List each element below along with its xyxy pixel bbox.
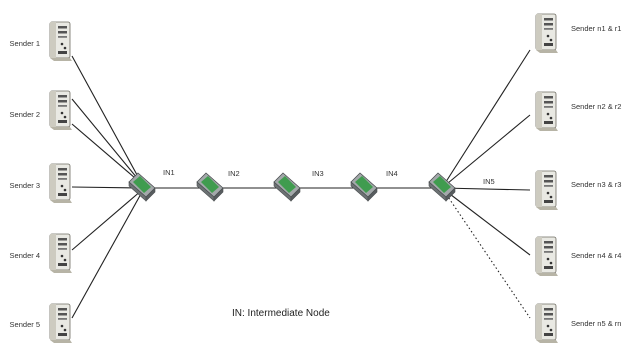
receiver-5-label: Sender n5 & rn	[571, 319, 622, 328]
in3-router-icon	[273, 172, 301, 202]
receiver-2-label: Sender n2 & r2	[571, 102, 622, 111]
sender-1-label: Sender 1	[9, 39, 40, 48]
receiver-1-label: Sender n1 & r1	[571, 24, 622, 33]
sender-3-server-icon	[49, 163, 73, 204]
receiver-4-label: Sender n4 & r4	[571, 251, 622, 260]
sender-1-server-icon	[49, 21, 73, 62]
receiver-3-server-icon	[535, 170, 559, 211]
sender-2-label: Sender 2	[9, 110, 40, 119]
receiver-5-server-icon	[535, 303, 559, 344]
legend-text: IN: Intermediate Node	[232, 308, 330, 319]
in2-label: IN2	[228, 169, 240, 178]
in4-label: IN4	[386, 169, 398, 178]
sender-5-label: Sender 5	[9, 320, 40, 329]
in1-label: IN1	[163, 168, 175, 177]
receiver-2-server-icon	[535, 91, 559, 132]
receiver-3-label: Sender n3 & r3	[571, 180, 622, 189]
sender-2-server-icon	[49, 90, 73, 131]
sender-4-label: Sender 4	[9, 251, 40, 260]
receiver-4-server-icon	[535, 236, 559, 277]
sender-4-server-icon	[49, 233, 73, 274]
in1-router-icon	[128, 172, 156, 202]
sender-3-label: Sender 3	[9, 181, 40, 190]
in3-label: IN3	[312, 169, 324, 178]
in5-router-icon	[428, 172, 456, 202]
in2-router-icon	[196, 172, 224, 202]
in4-router-icon	[350, 172, 378, 202]
sender-5-server-icon	[49, 303, 73, 344]
receiver-1-server-icon	[535, 13, 559, 54]
in5-label: IN5	[483, 177, 495, 186]
